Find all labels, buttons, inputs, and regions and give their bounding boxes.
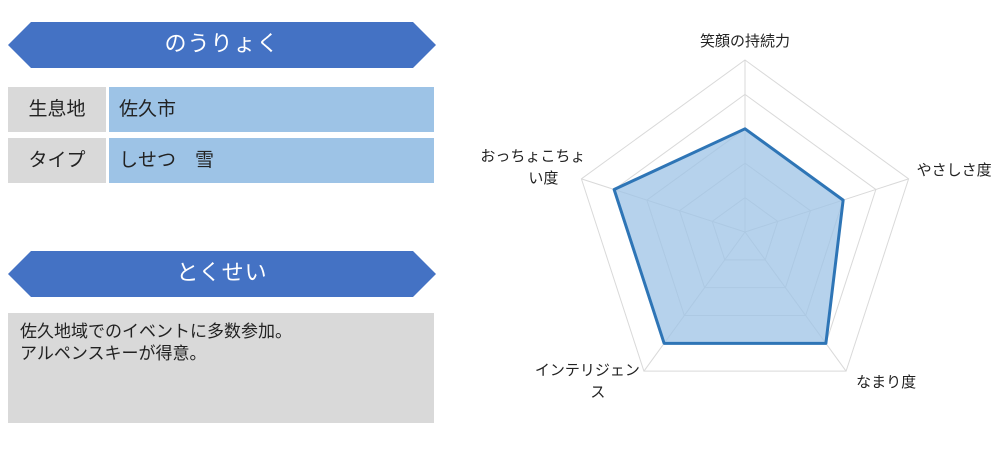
axis-label: なまり度 (856, 373, 916, 391)
type-value: しせつ 雪 (109, 138, 434, 183)
ability-banner-shape (8, 22, 436, 68)
trait-description: 佐久地域でのイベントに多数参加。 アルペンスキーが得意。 (8, 313, 434, 423)
axis-label: やさしさ度 (917, 161, 992, 179)
axis-label: 笑顔の持続力 (700, 32, 790, 50)
ability-title: のうりょく (164, 32, 280, 57)
trait-line: 佐久地域でのイベントに多数参加。 (20, 322, 292, 342)
axis-label: い度 (528, 169, 558, 187)
info-row-habitat: 生息地 佐久市 (8, 87, 434, 132)
grid-ring (580, 59, 910, 372)
trait-line: アルペンスキーが得意。 (20, 344, 207, 364)
trait-banner-shape (8, 251, 436, 297)
axis-label: おっちょこちょ (480, 147, 585, 165)
type-label: タイプ (8, 138, 106, 183)
habitat-value: 佐久市 (109, 87, 434, 132)
data-series-polygon (612, 127, 845, 345)
info-row-type: タイプ しせつ 雪 (8, 138, 434, 183)
ability-banner: のうりょく (8, 22, 436, 68)
habitat-label: 生息地 (8, 87, 106, 132)
axis-label: ス (590, 383, 605, 401)
trait-banner: とくせい (8, 251, 436, 297)
trait-title: とくせい (176, 261, 268, 286)
axis-label: インテリジェン (535, 361, 640, 379)
